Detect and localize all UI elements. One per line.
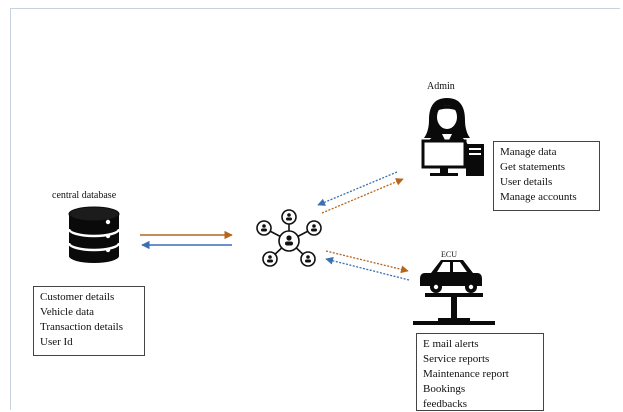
vehicle-title: ECU xyxy=(441,250,457,259)
admin-title: Admin xyxy=(427,81,455,92)
admin-item: User details xyxy=(500,176,553,188)
vehicle-item: feedbacks xyxy=(423,398,467,410)
database-item: User Id xyxy=(40,336,73,348)
vehicle-item: Service reports xyxy=(423,353,490,365)
admin-item: Manage accounts xyxy=(500,191,577,203)
database-item: Customer details xyxy=(40,291,115,303)
car-lift-icon xyxy=(413,260,495,325)
database-item: Transaction details xyxy=(40,321,123,333)
arrow-network-to-admin xyxy=(321,178,404,214)
diagram-frame xyxy=(10,8,620,410)
database-item: Vehicle data xyxy=(40,306,95,318)
database-title: central database xyxy=(52,190,117,201)
admin-item: Manage data xyxy=(500,146,557,158)
admin-functions-box: Manage data Get statements User details … xyxy=(493,141,600,211)
admin-item: Get statements xyxy=(500,161,566,173)
arrow-network-to-vehicle xyxy=(325,250,409,274)
vehicle-item: Maintenance report xyxy=(423,368,509,380)
database-details-box: Customer details Vehicle data Transactio… xyxy=(33,286,145,356)
vehicle-item: Bookings xyxy=(423,383,466,395)
network-user-glyphs xyxy=(261,213,317,263)
vehicle-item: E mail alerts xyxy=(423,338,479,350)
arrow-admin-to-network xyxy=(317,171,398,206)
arrow-vehicle-to-network xyxy=(325,256,410,281)
admin-icon xyxy=(421,98,484,176)
database-icon xyxy=(67,206,121,263)
vehicle-services-box: E mail alerts Service reports Maintenanc… xyxy=(416,333,544,411)
